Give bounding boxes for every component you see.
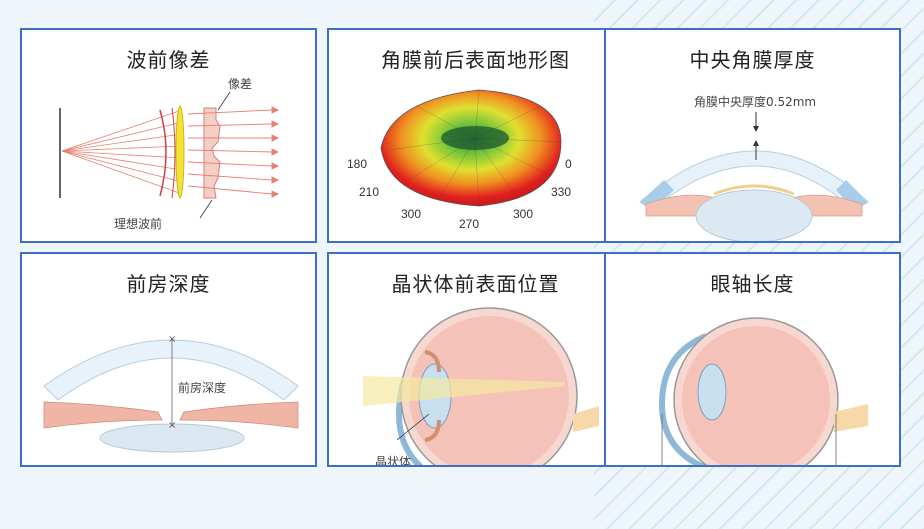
- tick-270: 270: [459, 217, 479, 231]
- thickness-diagram: 角膜中央厚度0.52mm: [639, 94, 869, 241]
- tick-300-left: 300: [401, 207, 421, 221]
- topography-diagram: 180 0 210 330 300 270 300: [347, 89, 572, 231]
- label-lens: 晶状体: [375, 455, 411, 467]
- lens-position-diagram: 晶状体: [363, 307, 599, 467]
- panel-title: 中央角膜厚度: [689, 48, 816, 72]
- chamber-depth-diagram: × × 前房深度: [43, 334, 299, 453]
- label-aberration: 像差: [228, 77, 252, 91]
- tick-0: 0: [565, 157, 572, 171]
- panel-axial-length: 眼轴长度: [604, 252, 901, 467]
- panel-corneal-topography: 角膜前后表面地形图 180 0 210 330 300 270 300: [327, 28, 624, 243]
- panel-central-corneal-thickness: 中央角膜厚度 角膜中央厚度0.52mm: [604, 28, 901, 243]
- tick-210: 210: [359, 185, 379, 199]
- panel-title: 前房深度: [126, 272, 211, 296]
- tick-330: 330: [551, 185, 571, 199]
- panel-title: 晶状体前表面位置: [391, 272, 560, 296]
- panel-wavefront-aberration: 波前像差 像差 理想波前: [20, 28, 317, 243]
- label-ideal-wavefront: 理想波前: [114, 216, 162, 231]
- tick-300-right: 300: [513, 207, 533, 221]
- label-depth: 前房深度: [178, 380, 226, 395]
- tick-180: 180: [347, 157, 367, 171]
- wavefront-diagram: 像差 理想波前: [59, 77, 280, 231]
- svg-text:×: ×: [168, 334, 176, 345]
- panel-lens-position: 晶状体前表面位置 晶状体: [327, 252, 624, 467]
- panel-title: 波前像差: [126, 48, 211, 72]
- panel-title: 角膜前后表面地形图: [381, 48, 570, 72]
- axial-length-diagram: [658, 317, 868, 465]
- svg-text:×: ×: [168, 420, 176, 431]
- panel-anterior-chamber-depth: 前房深度 × × 前房深度: [20, 252, 317, 467]
- panel-title: 眼轴长度: [710, 272, 795, 296]
- label-thickness: 角膜中央厚度0.52mm: [694, 94, 816, 109]
